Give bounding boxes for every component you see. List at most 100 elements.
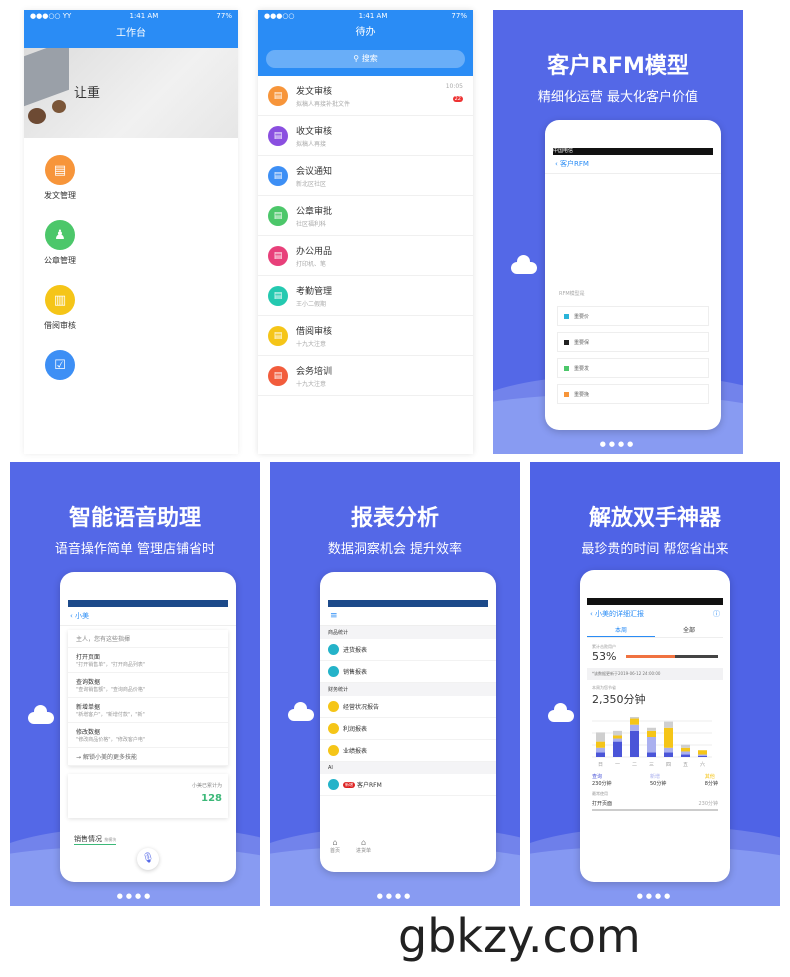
command-item[interactable]: 修改数据"修改商品价格"，"修改客户电"	[68, 723, 228, 748]
unread-badge: 22	[452, 96, 463, 102]
bar-segment	[698, 754, 707, 756]
rfm-segment[interactable]: 重要保	[557, 332, 709, 352]
more-skills-link[interactable]: → 解锁小美的更多技能	[68, 748, 228, 766]
banner[interactable]: 让重	[24, 48, 238, 138]
todo-text: 会议通知新北区社区	[296, 164, 332, 188]
segment-color-icon	[564, 365, 569, 371]
grid-item-checklist[interactable]: ☑	[32, 350, 88, 385]
cloud-icon	[548, 703, 574, 722]
segment-label: 重要价	[574, 313, 590, 320]
todo-item[interactable]: ▤借阅审核十九大注意	[258, 316, 473, 356]
grid-item-book[interactable]: ▥借阅审核	[32, 285, 88, 331]
saved-value: 2,350分钟	[592, 693, 646, 706]
todo-title: 会务培训	[296, 366, 333, 377]
todo-item[interactable]: ▤公章审批社区福利科	[258, 196, 473, 236]
report-item[interactable]: 新增客户RFM	[320, 774, 496, 796]
pinecone-image	[52, 100, 66, 113]
segment-label: 重要发	[574, 365, 590, 372]
new-badge: 新增	[343, 781, 355, 788]
bar-segment	[664, 727, 673, 748]
phone-mockup: ‹ 小美 主人，您有这些指揮 打开页面"打开销售单"，"打开商品列表"查询数据"…	[60, 572, 236, 882]
command-title: 修改数据	[76, 729, 101, 736]
bottom-tab[interactable]: ⌂进货单	[356, 838, 371, 854]
cum-label: 累计击败用户	[592, 644, 616, 649]
todo-subtitle: 社区福利科	[296, 220, 327, 228]
report-item[interactable]: 业绩报表	[320, 740, 496, 762]
todo-item[interactable]: ▤考勤管理王小二假期	[258, 276, 473, 316]
phone-nav[interactable]: ‹ 小美	[60, 607, 236, 626]
report-item[interactable]: 销售报表	[320, 661, 496, 683]
search-input[interactable]: ⚲ 搜索	[266, 50, 465, 68]
carrier: ●●●○○	[264, 12, 295, 20]
tab-all[interactable]: 全部	[682, 627, 695, 634]
grid-item-stamp[interactable]: ♟公章管理	[32, 220, 88, 266]
command-item[interactable]: 新增单据"新增客户"，"新增付款"，"新"	[68, 698, 228, 723]
todo-title: 收文审核	[296, 126, 333, 137]
todo-item[interactable]: ▤会议通知新北区社区	[258, 156, 473, 196]
todo-subtitle: 王小二假期	[296, 300, 327, 308]
report-item[interactable]: 利润报表	[320, 718, 496, 740]
rfm-segment[interactable]: 重要挽	[557, 384, 709, 404]
todo-item[interactable]: ▤会务培训十九大注意	[258, 356, 473, 396]
bar-segment	[664, 721, 673, 728]
page-indicator: ●●●●	[376, 892, 414, 900]
watermark: gbkzy.com	[398, 909, 641, 963]
command-title: 新增单据	[76, 704, 101, 711]
card-subtitle: 精细化运营 最大化客户价值	[537, 90, 699, 105]
stamp-icon: ▤	[268, 205, 288, 226]
todo-title: 办公用品	[296, 246, 333, 257]
tab-sales[interactable]: 销售情况 按模块	[74, 834, 117, 845]
todo-title: 会议通知	[296, 166, 333, 177]
checklist-icon: ☑	[45, 350, 75, 380]
laptop-image	[24, 48, 69, 107]
todo-subtitle: 拟稿人再接补批文件	[296, 100, 351, 108]
report-item[interactable]: 经营状况报告	[320, 696, 496, 718]
tab-icon: ⌂	[360, 838, 367, 847]
rfm-segment[interactable]: 重要发	[557, 358, 709, 378]
grid-label: 借阅审核	[44, 321, 76, 330]
tab-sub: 按模块	[104, 837, 117, 842]
todo-title: 借阅审核	[296, 326, 333, 337]
todo-title: 发文审核	[296, 86, 333, 97]
command-item[interactable]: 打开页面"打开销售单"，"打开商品列表"	[68, 648, 228, 673]
grid-item-document[interactable]: ▤发文管理	[32, 155, 88, 201]
rfm-segment[interactable]: 重要价	[557, 306, 709, 326]
bottom-tab[interactable]: ⌂首页	[330, 838, 340, 854]
bar-segment	[630, 717, 639, 719]
common-item-value: 230分钟	[698, 801, 718, 807]
legend-value: 50分钟	[649, 781, 667, 787]
card-subtitle: 数据洞察机会 提升效率	[327, 542, 463, 557]
todo-subtitle: 新北区社区	[296, 180, 327, 188]
segment-label: 重要挽	[574, 391, 590, 398]
bar-segment	[647, 730, 656, 737]
card-title: 客户RFM模型	[547, 54, 689, 79]
command-item[interactable]: 查询数据"查询销售额"，"查询商品价格"	[68, 673, 228, 698]
bar-segment	[647, 737, 656, 753]
bar-segment	[698, 750, 707, 755]
todo-text: 收文审核拟稿人再接	[296, 124, 332, 148]
cloud-icon	[511, 255, 537, 274]
phone-nav[interactable]: ‹ 客户RFM	[545, 155, 721, 174]
tab-this-week[interactable]: 本周	[587, 623, 655, 637]
bar-segment	[613, 738, 622, 742]
help-icon[interactable]: ⓘ	[713, 610, 720, 618]
section-header: AI	[320, 762, 496, 774]
report-item[interactable]: 进货报表	[320, 639, 496, 661]
todo-item[interactable]: ▤办公用品打印机、笔	[258, 236, 473, 276]
page-title: 工作台	[116, 28, 146, 39]
todo-text: 借阅审核十九大注意	[296, 324, 332, 348]
microphone-button[interactable]: 🎙	[137, 848, 159, 870]
report-icon	[328, 745, 339, 756]
todo-item[interactable]: ▤收文审核拟稿人再接	[258, 116, 473, 156]
todo-text: 发文审核拟稿人再接补批文件	[296, 84, 350, 108]
menu-icon[interactable]: ≡	[320, 607, 496, 626]
card-title: 智能语音助理	[68, 506, 201, 531]
nav-title: 小美	[75, 612, 90, 620]
todo-subtitle: 拟稿人再接	[296, 140, 327, 148]
clock: 1:41 AM	[129, 12, 159, 20]
